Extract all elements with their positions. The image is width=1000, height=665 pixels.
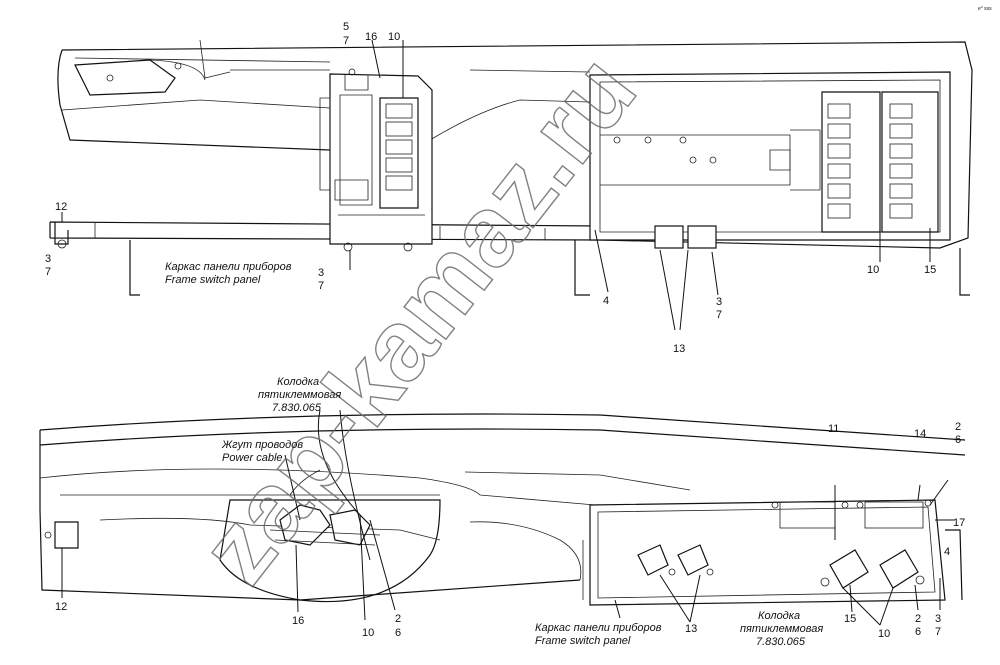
caption-connector-ru-2: пятиклеммовая <box>258 389 341 401</box>
callout-3-top-center: 3 <box>318 267 324 279</box>
callout-13-top: 13 <box>673 343 685 355</box>
callout-12-bottom: 12 <box>55 601 67 613</box>
callout-2-bottom-top: 2 <box>955 421 961 433</box>
caption-harness-en: Power cable <box>222 452 283 464</box>
callout-3-top-left: 3 <box>45 253 51 265</box>
callout-7-top-center: 7 <box>318 280 324 292</box>
callout-7-top-right: 7 <box>716 309 722 321</box>
callout-14-bottom: 14 <box>914 428 926 440</box>
caption-frame-ru-top: Каркас панели приборов <box>165 261 292 273</box>
callout-12-top: 12 <box>55 201 67 213</box>
caption-frame-ru-bottom: Каркас панели приборов <box>535 622 662 634</box>
callout-16-top: 16 <box>365 31 377 43</box>
callout-3-top-right: 3 <box>716 296 722 308</box>
callout-16-bottom: 16 <box>292 615 304 627</box>
caption-connector-code-b: 7.830.065 <box>756 636 806 648</box>
callout-10-bottom-right: 10 <box>878 628 890 640</box>
callout-15-top: 15 <box>924 264 936 276</box>
caption-frame-en-top: Frame switch panel <box>165 274 261 286</box>
callout-4-top: 4 <box>603 295 609 307</box>
top-view <box>49 39 973 331</box>
callout-4-bottom: 4 <box>944 546 950 558</box>
callout-6-bottom-right: 6 <box>915 626 921 638</box>
callout-10-top-right: 10 <box>867 264 879 276</box>
callout-6-bottom-top: 6 <box>955 434 961 446</box>
callout-7-top: 7 <box>343 35 349 47</box>
callout-15-bottom: 15 <box>844 613 856 625</box>
caption-harness-ru: Жгут проводов <box>221 439 303 451</box>
caption-connector-ru-b2: пятиклеммовая <box>740 623 823 635</box>
callout-7-top-left: 7 <box>45 266 51 278</box>
callout-6-bottom-left: 6 <box>395 627 401 639</box>
callout-13-bottom: 13 <box>685 623 697 635</box>
corner-mark: e° sss <box>978 6 992 12</box>
callout-10-bottom-left: 10 <box>362 627 374 639</box>
caption-connector-ru-b1: Колодка <box>758 610 800 622</box>
callout-7-bottom: 7 <box>935 626 941 638</box>
caption-connector-code: 7.830.065 <box>272 402 322 414</box>
caption-connector-ru-1: Колодка <box>277 376 319 388</box>
callout-17-bottom: 17 <box>953 517 965 529</box>
callout-5: 5 <box>343 21 349 33</box>
caption-frame-en-bottom: Frame switch panel <box>535 635 631 647</box>
callout-2-bottom-left: 2 <box>395 613 401 625</box>
bottom-view <box>39 409 966 626</box>
callout-10-top-center: 10 <box>388 31 400 43</box>
callout-11-bottom: 11 <box>828 423 839 435</box>
callout-2-bottom-right: 2 <box>915 613 921 625</box>
callout-3-bottom: 3 <box>935 613 941 625</box>
